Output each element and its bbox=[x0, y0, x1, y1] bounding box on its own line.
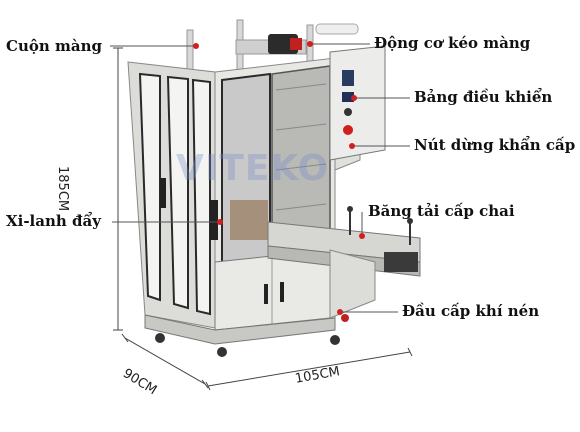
cabinet-handle-left bbox=[264, 284, 268, 304]
label-emergency-stop: Nút dừng khẩn cấp bbox=[414, 136, 576, 154]
label-push-cylinder: Xi-lanh đẩy bbox=[6, 212, 101, 230]
callout-lines bbox=[110, 43, 410, 313]
label-film-roll: Cuộn màng bbox=[6, 37, 102, 55]
label-bottle-conveyor: Băng tải cấp chai bbox=[368, 202, 515, 220]
interior-details bbox=[275, 83, 327, 211]
label-control-panel: Bảng điều khiển bbox=[414, 88, 553, 106]
control-panel bbox=[329, 45, 386, 161]
dimension-height: 185CM bbox=[55, 166, 70, 212]
label-air-inlet: Đầu cấp khí nén bbox=[402, 302, 540, 320]
callout-dots bbox=[193, 41, 365, 315]
emergency-stop-button bbox=[343, 125, 353, 135]
cabinet-handle-right bbox=[280, 282, 284, 302]
film-motor bbox=[268, 34, 302, 54]
label-film-motor: Động cơ kéo màng bbox=[374, 34, 531, 52]
air-inlet bbox=[341, 314, 349, 322]
watermark: VITEKO bbox=[176, 148, 330, 189]
left-windows bbox=[138, 72, 211, 316]
dimension-lines bbox=[113, 47, 413, 391]
